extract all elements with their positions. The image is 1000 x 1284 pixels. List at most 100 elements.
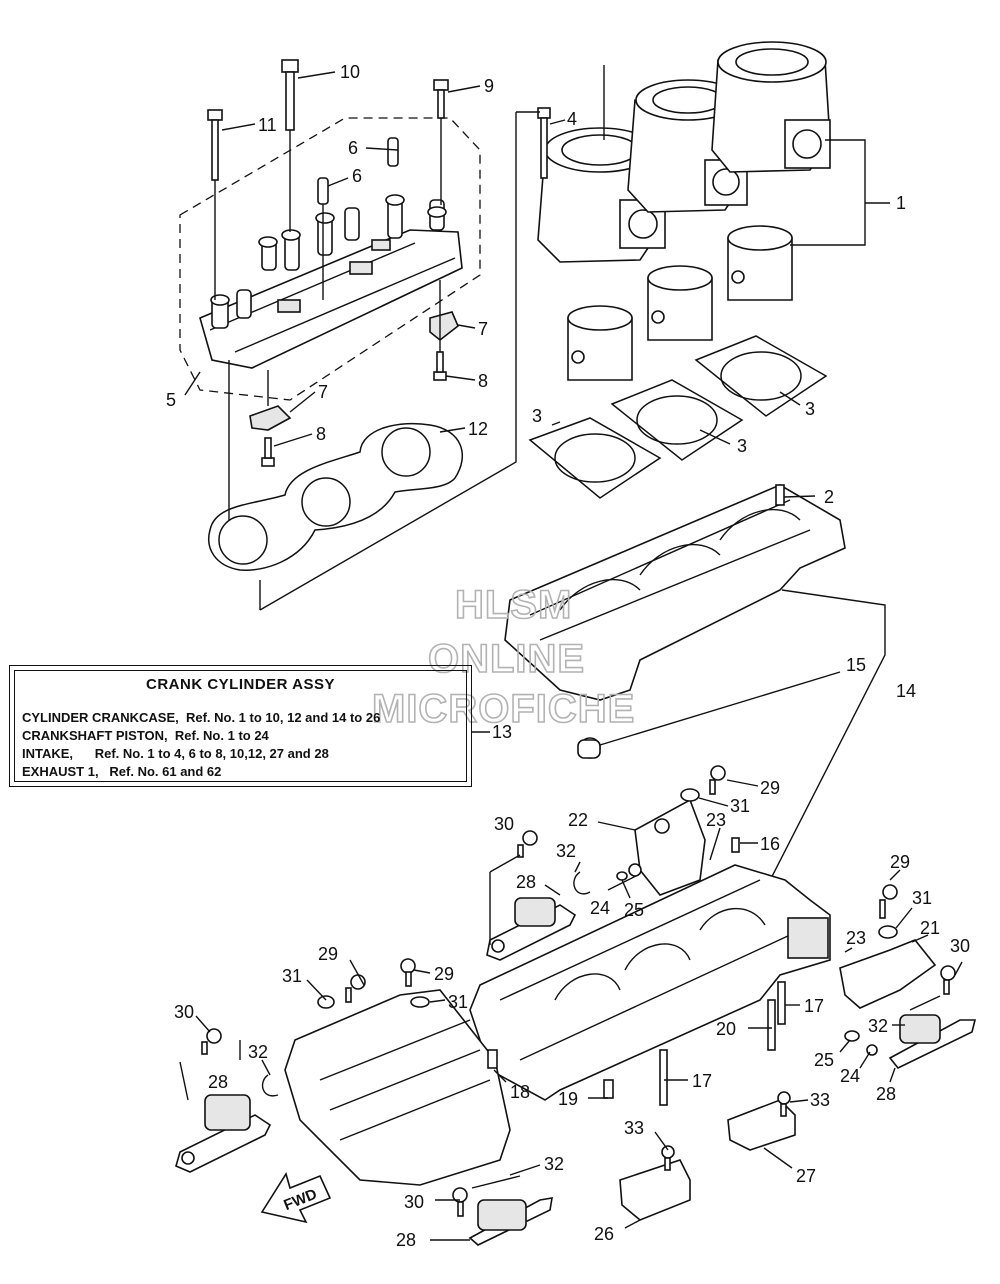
callout-17: 17 <box>804 996 824 1016</box>
callout-29: 29 <box>434 964 454 984</box>
callout-3: 3 <box>737 436 747 456</box>
callout-12: 12 <box>468 419 488 439</box>
head-gasket <box>208 360 464 571</box>
dowel-pin <box>317 177 329 205</box>
block-26 <box>619 1159 691 1221</box>
callout-30: 30 <box>950 936 970 956</box>
callout-28: 28 <box>208 1072 228 1092</box>
head-dashed-outline <box>179 117 481 401</box>
damper-28-a <box>486 897 577 961</box>
callout-4: 4 <box>567 109 577 129</box>
watermark-line-1: HLSM <box>455 583 572 627</box>
callout-8: 8 <box>478 371 488 391</box>
base-gaskets <box>528 335 828 499</box>
callout-2: 2 <box>824 487 834 507</box>
info-line-intake: INTAKE, Ref. No. 1 to 4, 6 to 8, 10,12, … <box>22 746 329 761</box>
callout-17: 17 <box>692 1071 712 1091</box>
callouts: 1 2 3 3 3 3 4 5 6 6 7 7 8 8 9 10 11 12 1… <box>166 62 970 1250</box>
bracket <box>429 311 459 342</box>
callout-28: 28 <box>396 1230 416 1250</box>
leader-bracket-1 <box>790 139 866 246</box>
callout-3: 3 <box>805 399 815 419</box>
lower-crankcase <box>469 864 831 1101</box>
callout-31: 31 <box>912 888 932 908</box>
callout-27: 27 <box>796 1166 816 1186</box>
clip-32 <box>261 871 941 1189</box>
callout-28: 28 <box>516 872 536 892</box>
callout-30: 30 <box>174 1002 194 1022</box>
callout-25: 25 <box>624 900 644 920</box>
assembly-info-box: CRANK CYLINDER ASSY CYLINDER CRANKCASE, … <box>9 665 472 787</box>
callout-29: 29 <box>318 944 338 964</box>
pistons <box>567 225 793 381</box>
callout-24: 24 <box>590 898 610 918</box>
callout-29: 29 <box>760 778 780 798</box>
callout-16: 16 <box>760 834 780 854</box>
callout-32: 32 <box>248 1042 268 1062</box>
callout-6: 6 <box>352 166 362 186</box>
callout-8: 8 <box>316 424 326 444</box>
callout-6: 6 <box>348 138 358 158</box>
callout-31: 31 <box>448 992 468 1012</box>
fwd-arrow[interactable]: FWD <box>260 1172 332 1224</box>
info-line-cylinder-crankcase: CYLINDER CRANKCASE, Ref. No. 1 to 10, 12… <box>22 710 381 725</box>
callout-11: 11 <box>258 115 277 135</box>
callout-19: 19 <box>558 1089 578 1109</box>
leader-14 <box>759 589 886 901</box>
callout-33: 33 <box>624 1118 644 1138</box>
callout-10: 10 <box>340 62 360 82</box>
callout-32: 32 <box>544 1154 564 1174</box>
callout-21: 21 <box>920 918 940 938</box>
watermark: HLSM ONLINE MICROFICHE <box>371 582 635 732</box>
damper-28-b <box>175 1094 272 1173</box>
damper-28-c <box>468 1197 553 1246</box>
info-line-exhaust: EXHAUST 1, Ref. No. 61 and 62 <box>22 764 222 779</box>
callout-26: 26 <box>594 1224 614 1244</box>
callout-30: 30 <box>404 1192 424 1212</box>
callout-7: 7 <box>318 382 328 402</box>
callout-13: 13 <box>492 722 512 742</box>
cylinder-head-group <box>179 59 481 467</box>
callout-23: 23 <box>706 810 726 830</box>
callout-9: 9 <box>484 76 494 96</box>
callout-31: 31 <box>730 796 750 816</box>
callout-30: 30 <box>494 814 514 834</box>
callout-28: 28 <box>876 1084 896 1104</box>
callout-24: 24 <box>840 1066 860 1086</box>
dowel-pin <box>387 137 399 167</box>
callout-22: 22 <box>568 810 588 830</box>
bracket <box>249 405 292 431</box>
callout-1: 1 <box>896 193 906 213</box>
callout-33: 33 <box>810 1090 830 1110</box>
assembly-title: CRANK CYLINDER ASSY <box>146 676 335 693</box>
callout-31: 31 <box>282 966 302 986</box>
callout-5: 5 <box>166 390 176 410</box>
fasteners <box>201 765 956 1217</box>
watermark-line-2: ONLINE <box>428 637 585 681</box>
damper-28-d <box>888 1014 977 1069</box>
callout-32: 32 <box>556 841 576 861</box>
upper-crankcase <box>504 484 846 759</box>
engine-mount-21 <box>839 939 937 1009</box>
callout-29: 29 <box>890 852 910 872</box>
cylinder-head <box>199 229 463 369</box>
callout-20: 20 <box>716 1019 736 1039</box>
callout-32: 32 <box>868 1016 888 1036</box>
callout-7: 7 <box>478 319 488 339</box>
engine-mount-22 <box>634 798 706 896</box>
cylinder-block <box>537 41 831 263</box>
callout-14: 14 <box>896 681 916 701</box>
callout-18: 18 <box>510 1082 530 1102</box>
group-bracket <box>259 112 517 611</box>
callout-3: 3 <box>532 406 542 426</box>
info-line-crankshaft-piston: CRANKSHAFT PISTON, Ref. No. 1 to 24 <box>22 728 269 743</box>
callout-23: 23 <box>846 928 866 948</box>
side-cover <box>284 989 511 1186</box>
head-bolt-11 <box>207 109 223 181</box>
watermark-line-3: MICROFICHE <box>372 687 635 731</box>
leader-lines <box>179 71 963 1241</box>
head-bolt-9 <box>433 79 449 119</box>
head-bolt-10 <box>281 59 299 131</box>
